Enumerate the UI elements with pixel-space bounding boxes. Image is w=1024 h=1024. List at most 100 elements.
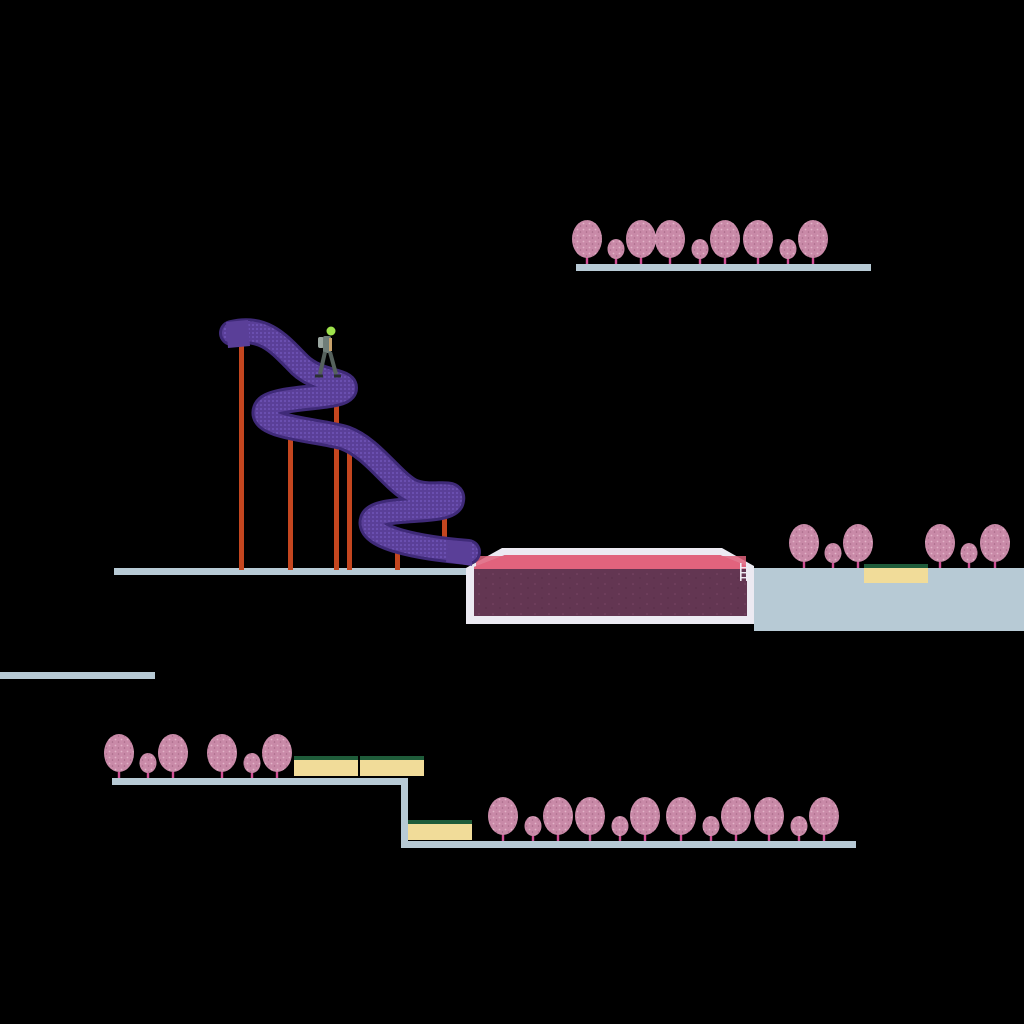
tree-canopy [702,816,720,836]
tree-canopy [655,220,685,258]
tree-trunk [822,833,826,841]
tree-small [139,753,157,778]
tree-canopy [626,220,656,258]
tree-trunk [811,256,815,264]
tree-trunk [614,257,618,264]
tree-canopy [243,753,261,773]
tree-large [207,734,237,778]
tree-canopy [980,524,1010,562]
support-pole [239,340,244,570]
tree-large [798,220,828,264]
tree-canopy [262,734,292,772]
tree-small [790,816,808,841]
tree-large [809,797,839,841]
tree-canopy [754,797,784,835]
tree-trunk [639,256,643,264]
tree-large [789,524,819,568]
tree-canopy [207,734,237,772]
tree-small [611,816,629,841]
tree-small [824,543,842,568]
tree-large [655,220,685,264]
sand-block [864,564,928,583]
tree-large [980,524,1010,568]
tree-canopy [743,220,773,258]
platform-slide-base [114,568,474,575]
support-pole [334,385,339,570]
tree-trunk [250,771,254,778]
tree-trunk [117,770,121,778]
ladder-icon[interactable] [740,563,748,581]
tree-canopy [721,797,751,835]
platforms [0,264,1024,848]
platform-top-right [576,264,871,271]
tree-canopy [960,543,978,563]
sand-block [408,820,472,840]
tree-trunk [171,770,175,778]
tree-trunk [585,256,589,264]
pool-water-surface-band [476,556,746,568]
tree-canopy [630,797,660,835]
pool [466,548,754,624]
tree-canopy [607,239,625,259]
tree-canopy [925,524,955,562]
tree-trunk [967,561,971,568]
tree-trunk [797,834,801,841]
tree-canopy [789,524,819,562]
tree-canopy [488,797,518,835]
platform-step-wall [401,778,408,848]
player-arm [329,338,332,351]
sand-blocks [294,564,928,840]
tree-trunk [756,256,760,264]
tree-trunk [275,770,279,778]
tree-large [626,220,656,264]
tree-trunk [618,834,622,841]
tree-canopy [104,734,134,772]
tree-canopy [790,816,808,836]
tree-large [488,797,518,841]
tree-trunk [723,256,727,264]
trees [104,220,1010,841]
tree-trunk [588,833,592,841]
tree-small [691,239,709,264]
tree-canopy [575,797,605,835]
platform-lower-right [401,841,856,848]
tree-canopy [798,220,828,258]
tree-canopy [543,797,573,835]
tree-trunk [679,833,683,841]
tree-small [960,543,978,568]
player-legs [318,351,338,375]
support-pole [395,540,400,570]
tree-trunk [734,833,738,841]
tree-small [702,816,720,841]
tree-large [754,797,784,841]
tree-large [543,797,573,841]
tree-large [575,797,605,841]
tree-trunk [556,833,560,841]
tree-trunk [146,771,150,778]
sand-block [294,756,358,776]
tree-large [262,734,292,778]
tree-canopy [779,239,797,259]
support-pole [288,420,293,570]
tree-trunk [531,834,535,841]
tree-large [721,797,751,841]
tree-trunk [831,561,835,568]
player[interactable] [315,326,341,378]
tree-trunk [802,560,806,568]
tree-large [743,220,773,264]
tree-trunk [698,257,702,264]
tree-trunk [501,833,505,841]
player-backpack [318,337,324,348]
tree-trunk [668,256,672,264]
tree-canopy [824,543,842,563]
tree-large [572,220,602,264]
tree-large [843,524,873,568]
support-pole [347,440,352,570]
platform-lower-left [112,778,408,785]
slide-tube [222,321,478,562]
slide-entry [226,320,250,348]
tree-small [607,239,625,264]
player-head [326,326,336,336]
pool-water-deep [474,555,747,616]
